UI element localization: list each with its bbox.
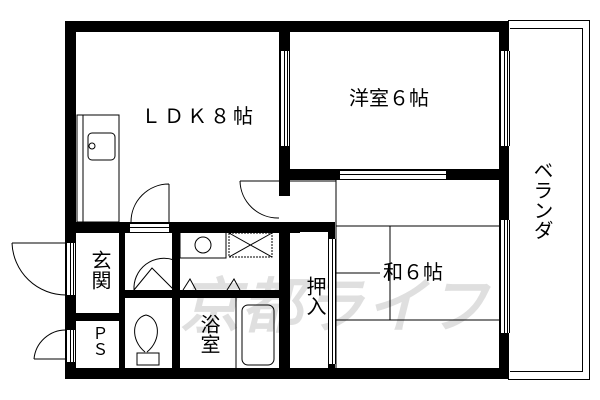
entrance-door-frame [66, 243, 76, 295]
bathtub-icon [241, 304, 275, 366]
door-swing-entrance [11, 242, 67, 296]
wall-toilet-bath [172, 298, 180, 379]
room-label-veranda: ベランダ [530, 160, 554, 240]
room-label-japanese: 和６帖 [383, 260, 443, 284]
door-swing-hall [130, 183, 170, 223]
washbasin-icon [194, 236, 212, 254]
wall-ldk-bottom [65, 222, 300, 233]
room-label-ps: ＰＳ [89, 325, 109, 357]
veranda-inner [510, 28, 583, 372]
toilet-icon [134, 314, 158, 353]
washbasin-counter [179, 231, 227, 259]
kitchen-sink-icon [87, 132, 116, 161]
window-ldk-western [280, 51, 290, 146]
wall-bath-right [279, 222, 290, 379]
wall-bath-top [172, 290, 290, 298]
room-label-closet: 押入 [303, 276, 327, 316]
outer-wall-left [65, 21, 76, 378]
room-label-western: 洋室６帖 [349, 86, 429, 110]
door-swing-western [239, 180, 280, 219]
wall-entrance-ps [65, 313, 125, 321]
door-swing-washroom [133, 257, 175, 291]
window-japanese-veranda [500, 220, 510, 333]
window-western-veranda [500, 51, 510, 146]
washer-space [228, 232, 273, 258]
room-label-ldk: ＬＤＫ８帖 [141, 104, 256, 128]
wall-toilet-top [119, 290, 179, 298]
ps-door-frame [66, 330, 76, 362]
wall-entrance-right [119, 222, 125, 379]
room-label-bath: 浴室 [197, 314, 221, 354]
window-western-japanese [340, 170, 446, 180]
door-swing-ps [33, 329, 67, 360]
ldk-bottom-door-opening [130, 223, 169, 233]
room-label-entrance: 玄関 [88, 250, 112, 290]
wall-closet-top [279, 222, 335, 232]
outer-wall-right [499, 21, 510, 379]
